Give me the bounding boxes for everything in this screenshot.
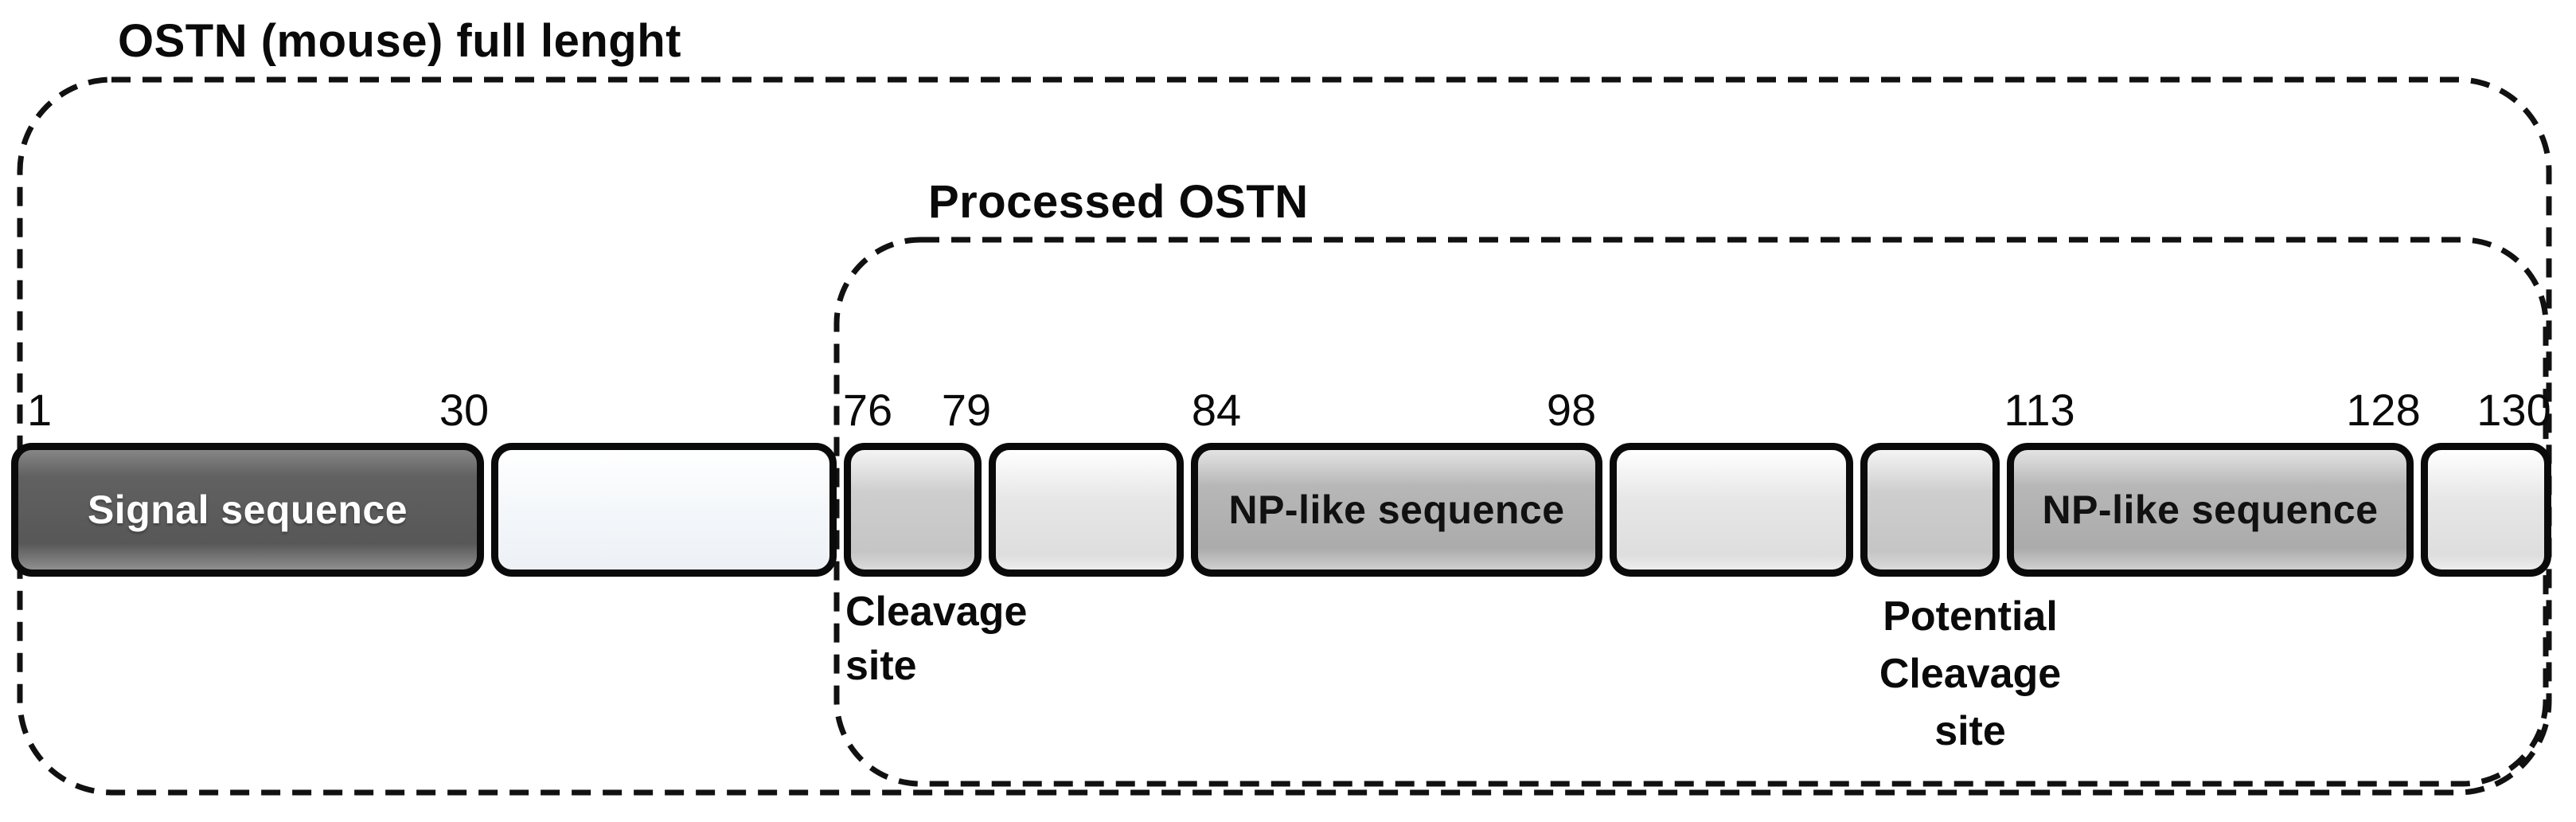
segment-region-98-113: [1610, 443, 1853, 577]
segment-potential-cleavage-region: [1860, 443, 2000, 577]
segment-region-128-130: [2421, 443, 2551, 577]
residue-tick-76: 76: [842, 385, 893, 435]
residue-tick-1: 1: [27, 385, 53, 435]
processed-outline: [833, 237, 2549, 787]
signal-sequence-label: Signal sequence: [87, 487, 408, 532]
residue-tick-113: 113: [2004, 385, 2075, 435]
full-length-outline: [17, 76, 2552, 796]
residue-tick-98: 98: [1546, 385, 1597, 435]
segment-region-30-76: [491, 443, 837, 577]
residue-tick-79: 79: [941, 385, 992, 435]
full-length-title: OSTN (mouse) full lenght: [118, 15, 681, 67]
potential-cleavage-site-annotation: Potential Cleavage site: [1879, 593, 2062, 754]
segment-signal-sequence: Signal sequence: [11, 443, 484, 577]
residue-tick-130: 130: [2476, 385, 2551, 435]
segment-region-79-84: [989, 443, 1184, 577]
processed-title: Processed OSTN: [928, 176, 1309, 228]
segment-np-like-sequence-1: NP-like sequence: [1191, 443, 1602, 577]
residue-tick-30: 30: [439, 385, 490, 435]
segment-cleavage-region-76-79: [844, 443, 982, 577]
segment-np-like-sequence-2: NP-like sequence: [2007, 443, 2414, 577]
np-like-sequence-2-label: NP-like sequence: [2042, 487, 2379, 532]
residue-tick-128: 128: [2346, 385, 2421, 435]
np-like-sequence-1-label: NP-like sequence: [1228, 487, 1565, 532]
cleavage-site-annotation: Cleavage site: [845, 589, 1028, 689]
residue-tick-84: 84: [1191, 385, 1242, 435]
